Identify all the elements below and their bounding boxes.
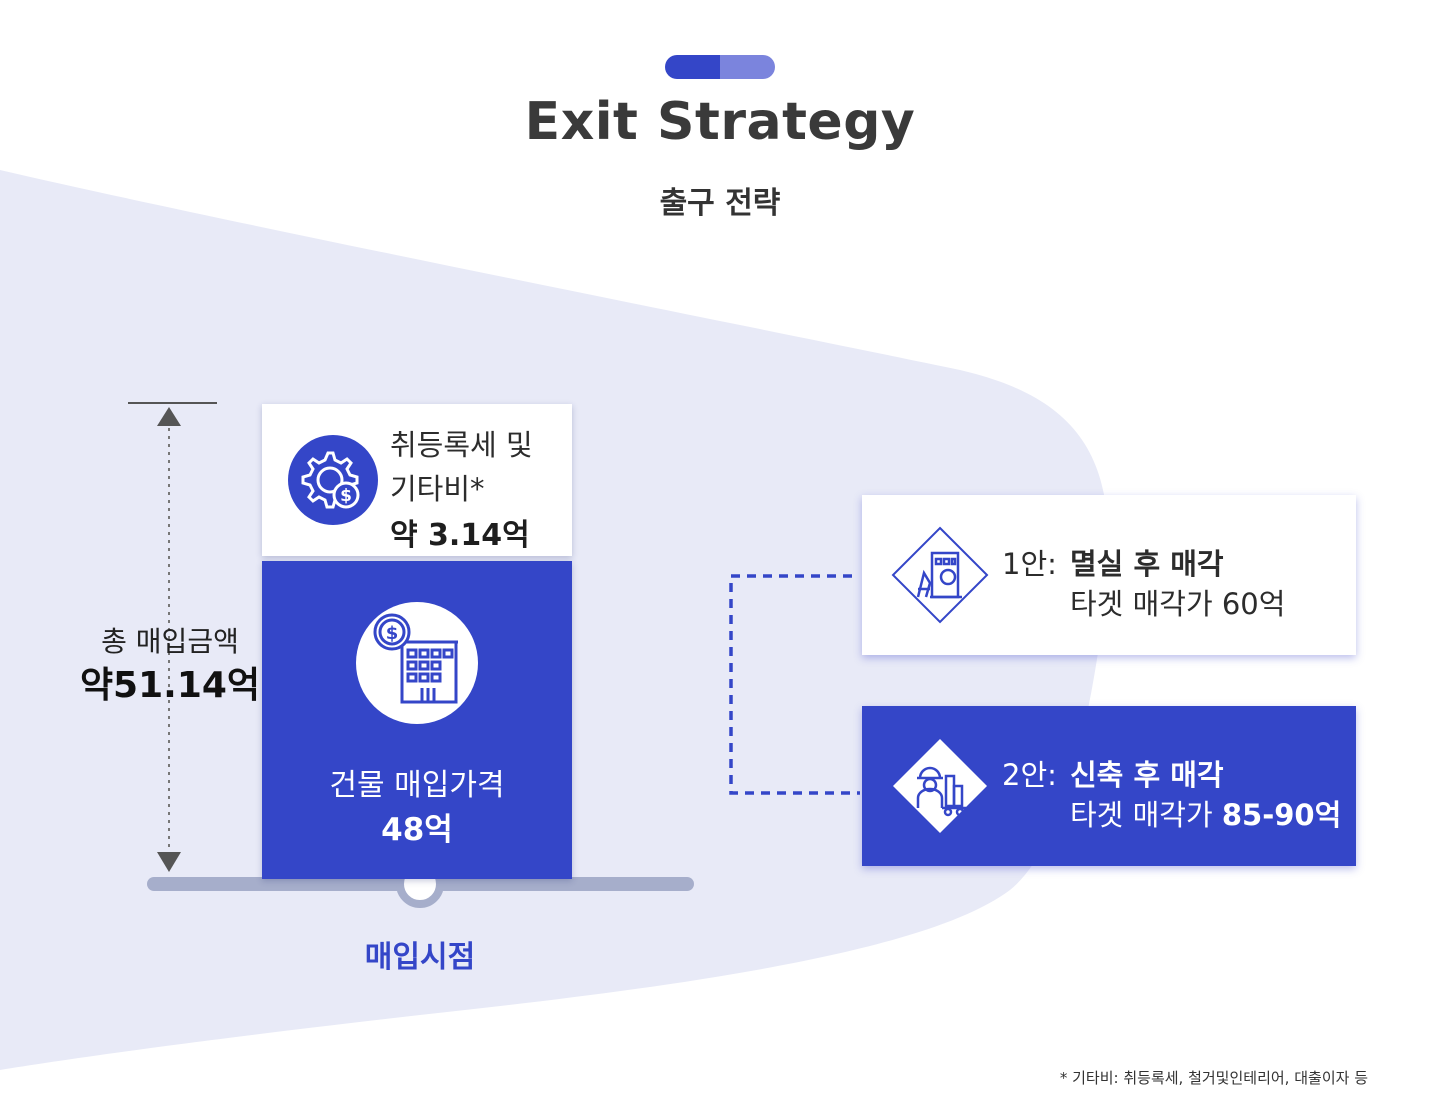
- option-2-target-label: 타겟 매각가: [1070, 798, 1213, 832]
- option-1-target: 타겟 매각가 60억: [1070, 581, 1285, 623]
- option-2-target: 타겟 매각가 85-90억: [1070, 792, 1341, 834]
- measure-arrow-up: [157, 407, 181, 426]
- construction-worker-icon: [890, 736, 990, 836]
- option-1-target-value: 60억: [1221, 587, 1286, 621]
- svg-text:$: $: [386, 623, 399, 644]
- tax-card: $ 취등록세 및 기타비* 약 3.14억: [262, 404, 572, 556]
- measure-arrow-down: [157, 852, 181, 872]
- tax-value: 약 3.14억: [390, 518, 530, 553]
- gear-dollar-icon: $: [288, 435, 378, 525]
- svg-text:$: $: [340, 486, 352, 506]
- tax-label-line1: 취등록세 및: [390, 428, 533, 462]
- option-1-card: 1안: 멸실 후 매각 타겟 매각가 60억: [862, 495, 1356, 655]
- tax-label-line2: 기타비*: [390, 472, 485, 506]
- header-accent-pill: [665, 55, 775, 79]
- building-value: 48억: [381, 812, 453, 848]
- options-connector: [729, 574, 860, 795]
- page-title: Exit Strategy: [524, 92, 916, 152]
- total-label: 총 매입금액: [101, 625, 239, 658]
- page-subtitle: 출구 전략: [659, 186, 781, 221]
- building-dollar-icon: $: [356, 602, 478, 724]
- option-1-target-label: 타겟 매각가: [1070, 587, 1213, 621]
- option-1-prefix: 1안:: [1002, 547, 1057, 581]
- building-label: 건물 매입가격: [329, 768, 505, 803]
- option-1-title: 멸실 후 매각: [1070, 547, 1224, 581]
- total-value: 약51.14억: [79, 665, 261, 706]
- option-2-card: 2안: 신축 후 매각 타겟 매각가 85-90억: [862, 706, 1356, 866]
- timeline-label: 매입시점: [364, 940, 476, 975]
- building-card: $ 건물 매입가격 48억: [262, 561, 572, 879]
- option-2-target-value: 85-90억: [1221, 798, 1342, 832]
- footnote: * 기타비: 취등록세, 철거및인테리어, 대출이자 등: [1059, 1069, 1368, 1087]
- option-2-title: 신축 후 매각: [1070, 758, 1224, 792]
- option-2-prefix: 2안:: [1002, 758, 1057, 792]
- demolition-icon: [890, 525, 990, 625]
